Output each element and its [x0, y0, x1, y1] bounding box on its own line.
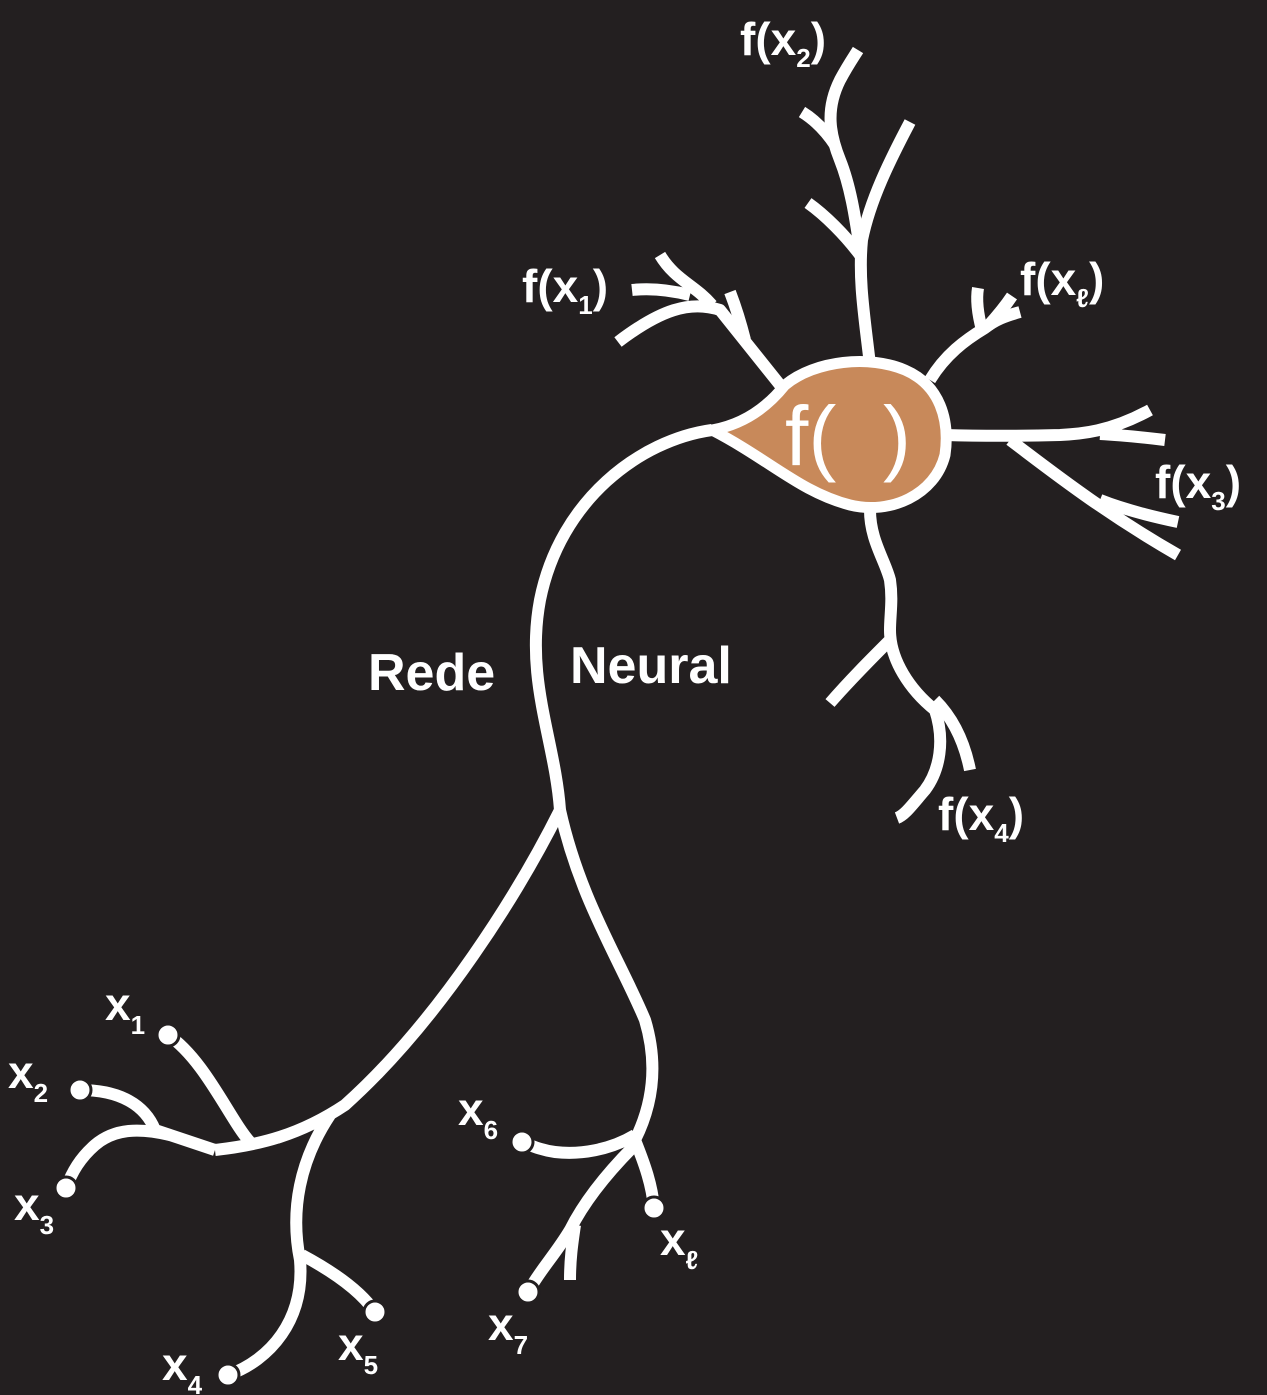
- output-label-fx4: f(x4): [938, 788, 1024, 848]
- title-word-2: Neural: [570, 637, 732, 695]
- terminal-dot-x3: [55, 1177, 77, 1199]
- output-label-fx1: f(x1): [522, 260, 608, 320]
- output-label-fx2: f(x2): [740, 13, 826, 73]
- title-word-1: Rede: [368, 644, 495, 702]
- dendrite-fx3-spur-a: [1100, 434, 1165, 440]
- output-label-fxl: f(xℓ): [1020, 253, 1104, 313]
- dendrite-fxl-spur-a: [977, 288, 982, 330]
- terminal-dot-x5: [364, 1301, 386, 1323]
- output-label-fx3: f(x3): [1155, 456, 1241, 516]
- terminal-dot-x1: [157, 1024, 179, 1046]
- terminal-dot-x4: [217, 1364, 239, 1386]
- soma-label: f( ): [785, 389, 911, 483]
- dendrite-fx1-spur-b: [632, 289, 690, 295]
- terminal-dot-x2: [69, 1079, 91, 1101]
- terminal-dot-x7: [517, 1281, 539, 1303]
- terminal-branch-x7-spur: [570, 1225, 575, 1280]
- terminal-dot-x6: [511, 1131, 533, 1153]
